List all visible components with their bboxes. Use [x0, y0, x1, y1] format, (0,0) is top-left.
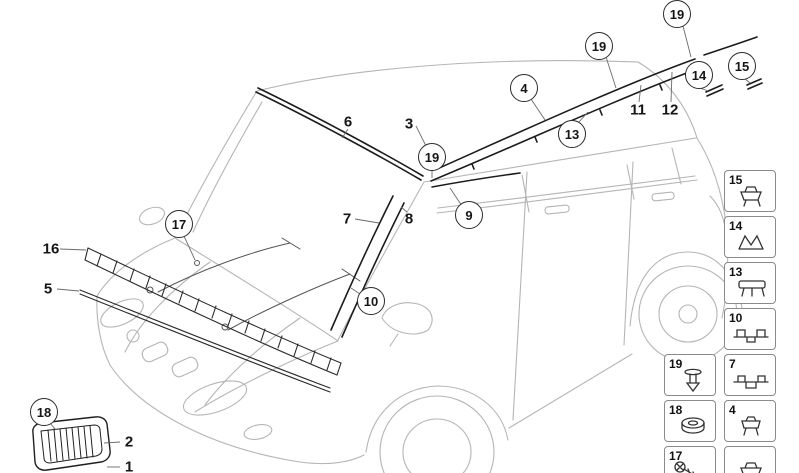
callout-label: 13	[564, 126, 580, 142]
callout-15-end-cap[interactable]: 15	[728, 52, 756, 80]
legend-box-7[interactable]: 7	[724, 354, 776, 396]
callout-label: 9	[465, 207, 473, 223]
legend-box-15[interactable]: 15	[724, 170, 776, 212]
clip-icon	[740, 186, 762, 207]
callout-label: 2	[124, 433, 134, 451]
clip-icon	[741, 416, 761, 436]
legend-box-14[interactable]: 14	[724, 216, 776, 258]
callout-4-roof-clip[interactable]: 4	[510, 74, 538, 102]
legend-box-extra[interactable]	[724, 446, 776, 473]
callout-14-end-cap[interactable]: 14	[685, 61, 713, 89]
callout-16-cowl-panel[interactable]: 16	[43, 242, 60, 257]
bracket-clip-icon	[733, 329, 769, 343]
legend-box-10[interactable]: 10	[724, 308, 776, 350]
legend-number: 14	[729, 219, 743, 233]
car-body-lines	[96, 60, 745, 473]
legend-number: 7	[729, 357, 736, 371]
legend-box-17[interactable]: 17	[664, 446, 716, 473]
callout-label: 19	[591, 38, 607, 54]
callout-3-roof-molding[interactable]: 3	[405, 117, 413, 132]
legend-number: 19	[669, 357, 683, 371]
expanding-rivet-icon	[684, 368, 702, 393]
callout-19-mid-roof[interactable]: 19	[585, 32, 613, 60]
callout-label: 7	[342, 210, 352, 228]
legend-number: 15	[729, 173, 743, 187]
callout-11-molding-seg[interactable]: 11	[630, 103, 646, 118]
callout-label: 19	[424, 149, 440, 165]
callout-12-molding-seg[interactable]: 12	[662, 103, 679, 118]
wiper-arm-lines	[146, 237, 361, 331]
callout-13-roof-clip[interactable]: 13	[558, 120, 586, 148]
callout-label: 18	[36, 404, 52, 420]
screw-icon	[674, 461, 695, 473]
legend-number: 10	[729, 311, 743, 325]
legend-box-18[interactable]: 18	[664, 400, 716, 442]
callout-19-rear-roof[interactable]: 19	[663, 0, 691, 28]
callout-5-cowl-strip[interactable]: 5	[44, 282, 52, 297]
callout-19-front-roof[interactable]: 19	[418, 143, 446, 171]
slot-clip-icon	[738, 280, 766, 297]
callout-8-apillar-trim[interactable]: 8	[405, 212, 413, 227]
callout-label: 15	[734, 58, 750, 74]
legend-number: 13	[729, 265, 743, 279]
clip-icon	[740, 462, 762, 473]
callout-17-screw[interactable]: 17	[165, 210, 193, 238]
callout-9-window-molding[interactable]: 9	[455, 201, 483, 229]
cowl-panel-drawing	[79, 247, 342, 393]
legend-box-19[interactable]: 19	[664, 354, 716, 396]
callout-label: 6	[343, 113, 353, 131]
callout-1-grille[interactable]: 1	[125, 460, 133, 473]
callout-label: 12	[661, 101, 679, 119]
callout-label: 16	[42, 240, 60, 258]
callout-7-apillar-trim[interactable]: 7	[343, 212, 351, 227]
legend-number: 4	[729, 403, 736, 417]
legend-number: 17	[669, 449, 683, 463]
callout-label: 10	[363, 293, 379, 309]
legend-number: 18	[669, 403, 683, 417]
callout-label: 17	[171, 216, 187, 232]
callout-label: 1	[124, 458, 134, 473]
callout-label: 14	[691, 67, 707, 83]
callout-label: 5	[43, 280, 53, 298]
callout-2-grille[interactable]: 2	[125, 435, 133, 450]
callout-18-grommet[interactable]: 18	[30, 398, 58, 426]
bracket-clip-icon	[733, 375, 769, 389]
callout-label: 3	[404, 115, 414, 133]
grommet-icon	[681, 417, 705, 434]
legend-box-4[interactable]: 4	[724, 400, 776, 442]
callout-label: 11	[630, 101, 646, 119]
callout-6-windshield-trim[interactable]: 6	[344, 115, 352, 130]
spring-clip-icon	[738, 234, 764, 250]
legend-box-13[interactable]: 13	[724, 262, 776, 304]
callout-10-window-channel[interactable]: 10	[357, 287, 385, 315]
callout-label: 4	[520, 80, 528, 96]
callout-label: 8	[404, 210, 414, 228]
callout-label: 19	[669, 6, 685, 22]
